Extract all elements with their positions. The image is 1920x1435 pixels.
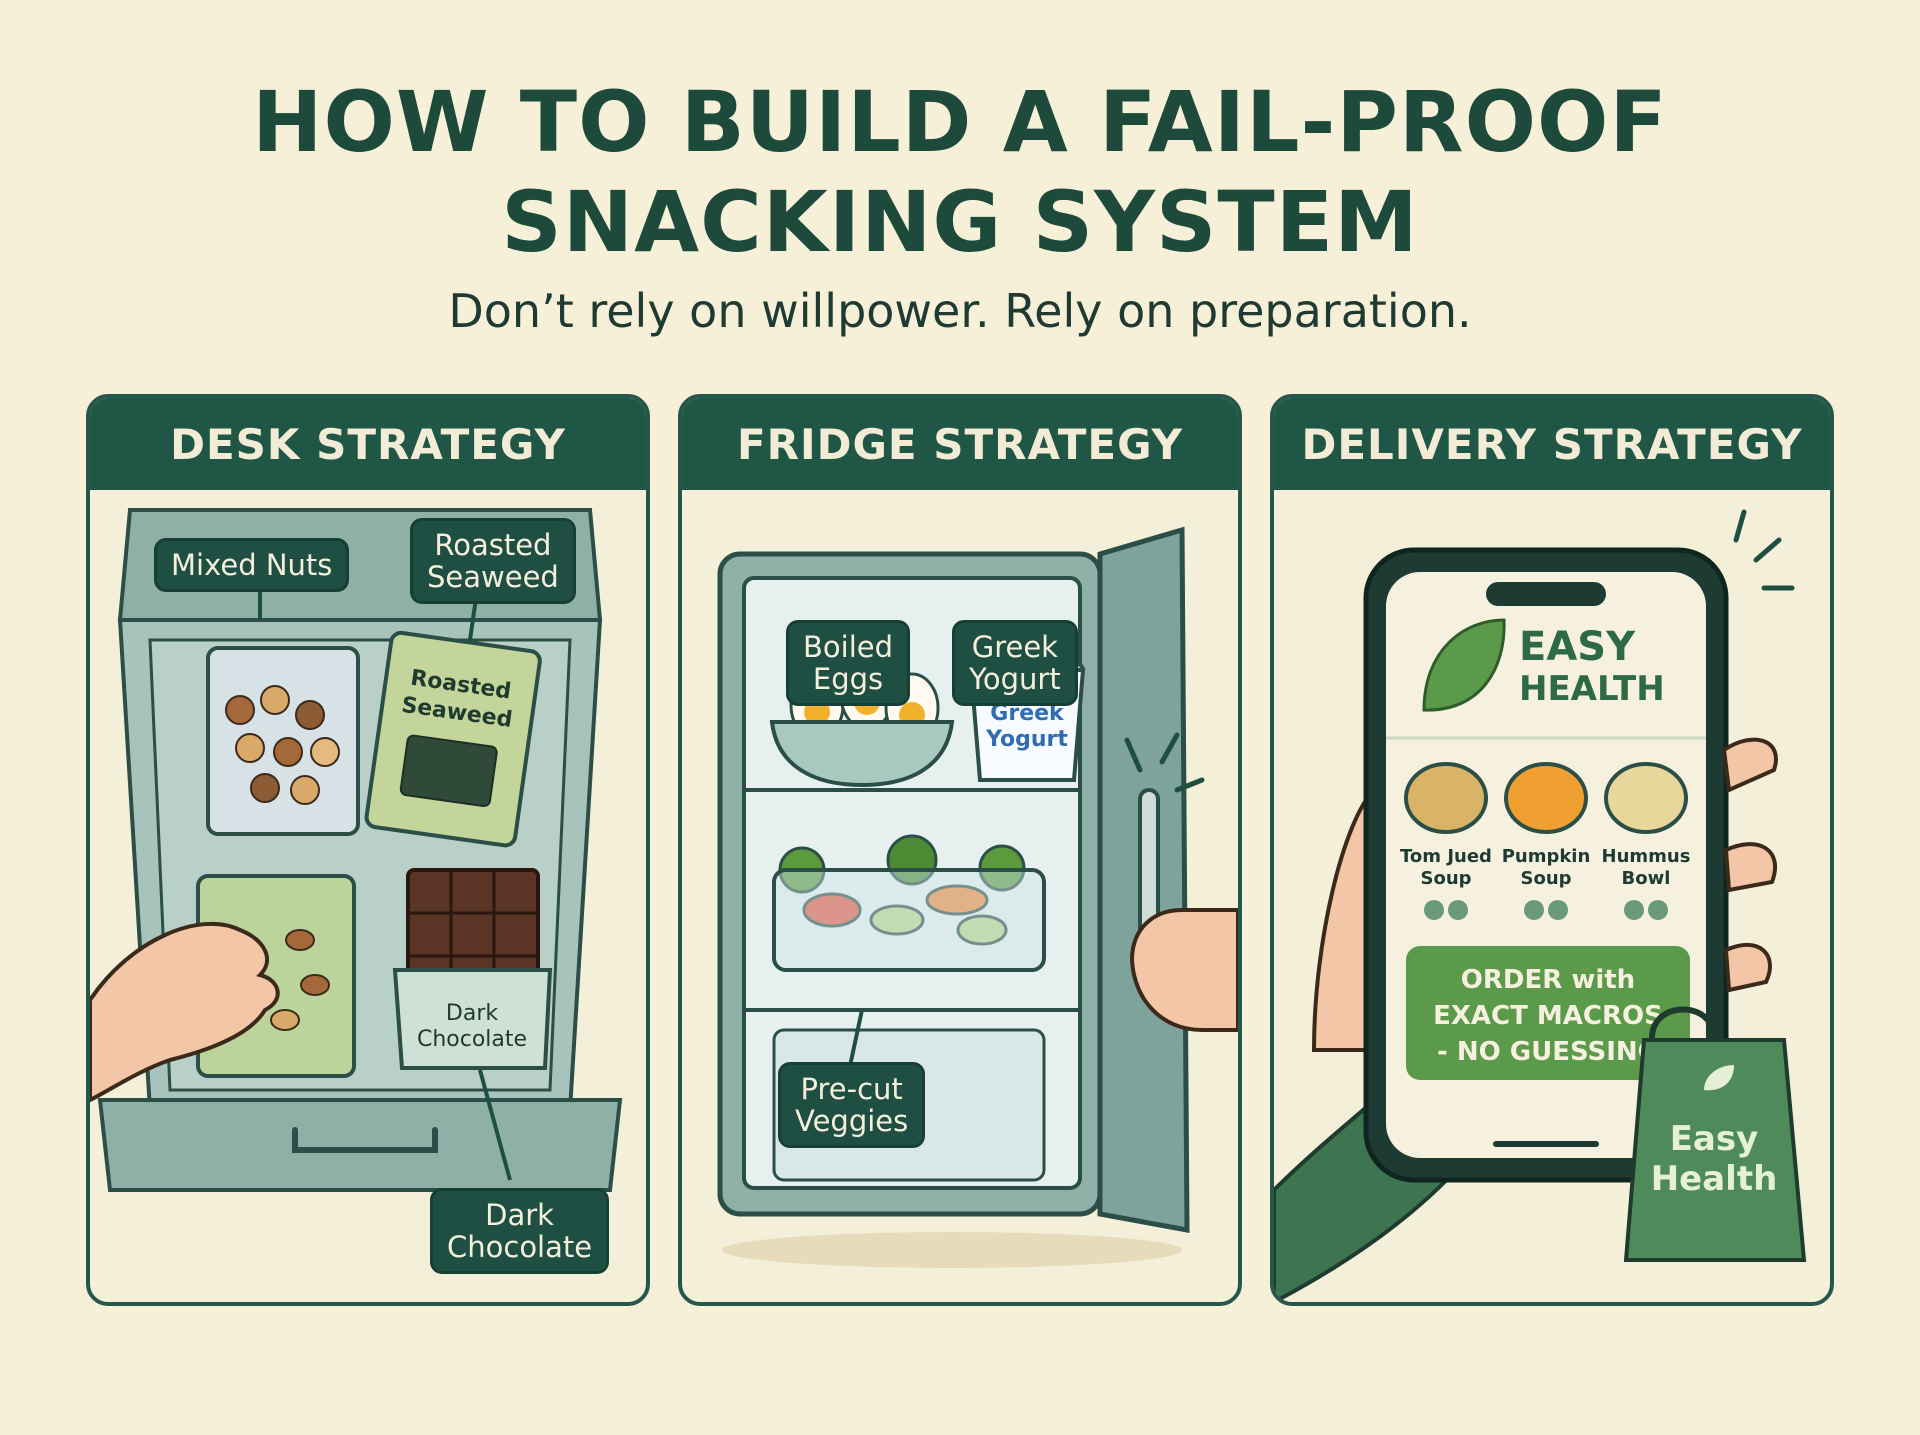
finger (1723, 942, 1772, 993)
notification-line-icon (1733, 509, 1747, 543)
title-line-2: SNACKING SYSTEM (501, 173, 1419, 271)
chocolate-wrapper-label-1: Dark (446, 1001, 498, 1026)
fridge-strategy-panel: FRIDGE STRATEGY Greek Yog (678, 394, 1242, 1306)
fridge-strategy-header: FRIDGE STRATEGY (682, 398, 1238, 490)
bag-label-line-1: Easy (1670, 1119, 1759, 1159)
boiled-eggs-tag: Boiled Eggs (786, 620, 911, 706)
roasted-seaweed-pack: Roasted Seaweed (364, 630, 542, 848)
menu-item-hummus-bowl: Hummus Bowl (1602, 762, 1691, 889)
motion-line-icon (1174, 777, 1205, 793)
order-button[interactable] (1406, 946, 1690, 1080)
desk-illustration: Roasted Seaweed Dark Chocolate (90, 490, 646, 1302)
greek-yogurt-tag: Greek Yogurt (952, 620, 1078, 706)
drawer-handle-icon (292, 1127, 438, 1153)
app-brand-line-2: HEALTH (1519, 669, 1665, 709)
pre-cut-veggies-container (772, 834, 1046, 972)
finger (1721, 737, 1778, 793)
notification-line-icon (1753, 537, 1782, 563)
delivery-strategy-panel: DELIVERY STRATEGY EASY HEALTH Tom Jued S… (1270, 394, 1834, 1306)
leaf-logo-icon (1422, 618, 1506, 712)
svg-text:Hummus: Hummus (1602, 846, 1691, 867)
order-button-line-2: EXACT MACROS (1433, 1001, 1663, 1031)
mixed-nuts-pack (206, 646, 360, 836)
hand-opening-door (1129, 908, 1238, 1032)
svg-text:Bowl: Bowl (1622, 868, 1671, 889)
roasted-seaweed-tag: Roasted Seaweed (410, 518, 576, 604)
delivery-illustration: EASY HEALTH Tom Jued Soup Pumpkin Soup H… (1274, 490, 1830, 1302)
dark-chocolate-tag: Dark Chocolate (430, 1188, 610, 1274)
desk-drawer-drawing: Roasted Seaweed Dark Chocolate (90, 508, 623, 1192)
mixed-nuts-tag: Mixed Nuts (154, 538, 350, 592)
svg-text:Pumpkin: Pumpkin (1502, 846, 1591, 867)
menu-item-tom-jued-soup: Tom Jued Soup (1400, 762, 1492, 889)
app-brand-line-1: EASY (1519, 624, 1636, 670)
dark-chocolate-bar: Dark Chocolate (392, 868, 553, 1070)
order-button-line-3: - NO GUESSING (1437, 1037, 1659, 1067)
phone-drawing: EASY HEALTH Tom Jued Soup Pumpkin Soup H… (1274, 509, 1807, 1302)
bag-label-line-2: Health (1651, 1159, 1778, 1199)
desk-strategy-header: DESK STRATEGY (90, 398, 646, 490)
reaching-hand (90, 921, 280, 1103)
order-button-line-1: ORDER with (1461, 965, 1635, 995)
delivery-strategy-header: DELIVERY STRATEGY (1274, 398, 1830, 490)
svg-text:Soup: Soup (1520, 868, 1571, 889)
page-subtitle: Don’t rely on willpower. Rely on prepara… (448, 284, 1472, 338)
phone-notch (1486, 582, 1606, 606)
desk-strategy-panel: DESK STRATEGY R (86, 394, 650, 1306)
page-title: HOW TO BUILD A FAIL-PROOF SNACKING SYSTE… (0, 72, 1920, 272)
yogurt-cup-label-2: Yogurt (985, 727, 1068, 752)
finger (1723, 842, 1777, 893)
delivery-bag: Easy Health (1623, 1006, 1807, 1262)
pre-cut-veggies-tag: Pre-cut Veggies (778, 1062, 926, 1148)
macro-icons (1424, 900, 1668, 920)
chocolate-pointer (478, 1069, 512, 1181)
chocolate-wrapper-label-2: Chocolate (417, 1027, 527, 1052)
menu-item-pumpkin-soup: Pumpkin Soup (1502, 762, 1591, 889)
svg-text:Soup: Soup (1420, 868, 1471, 889)
drawer-front (97, 1098, 623, 1192)
fridge-drawing: Greek Yogurt (717, 526, 1238, 1268)
fridge-illustration: Greek Yogurt (682, 490, 1238, 1302)
title-line-1: HOW TO BUILD A FAIL-PROOF (252, 73, 1668, 171)
motion-line-icon (1124, 737, 1143, 773)
motion-line-icon (1159, 732, 1180, 765)
fridge-shadow (722, 1232, 1182, 1268)
svg-text:Tom Jued: Tom Jued (1400, 846, 1492, 867)
